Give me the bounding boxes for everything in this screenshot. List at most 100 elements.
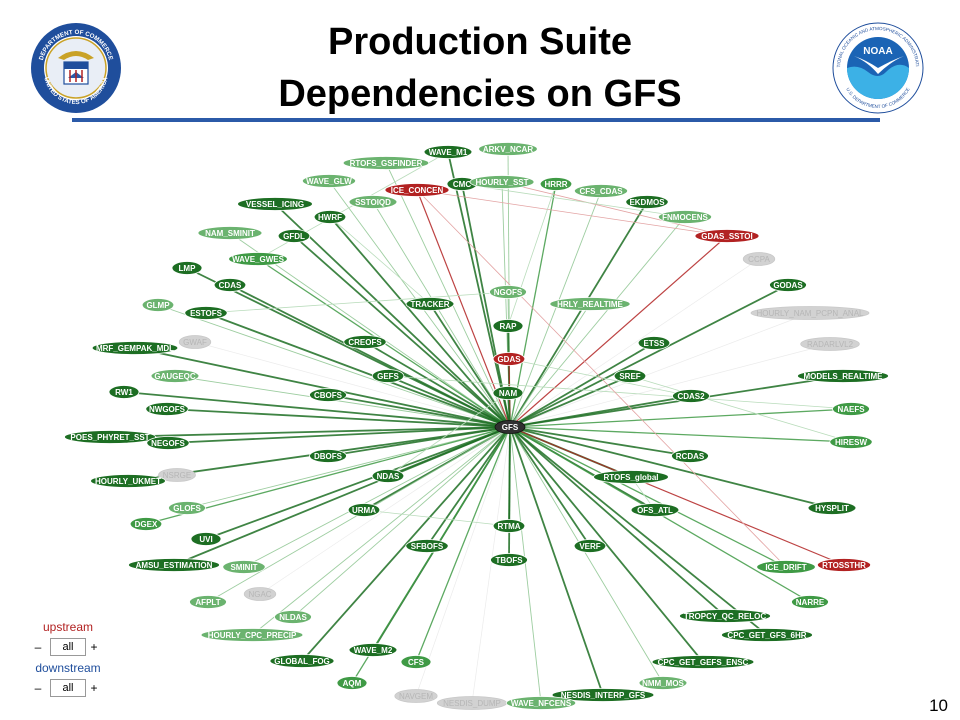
graph-node-creofs[interactable]: CREOFS (343, 335, 387, 349)
department-of-commerce-seal: DEPARTMENT OF COMMERCE UNITED STATES OF … (31, 23, 121, 113)
graph-node-negofs[interactable]: NEGOFS (146, 436, 190, 450)
upstream-minus-button[interactable]: – (34, 640, 42, 654)
graph-node-aqm[interactable]: AQM (336, 676, 368, 690)
graph-node-hysplit[interactable]: HYSPLIT (807, 501, 857, 515)
graph-node-rap[interactable]: RAP (492, 319, 524, 333)
graph-node-ngac[interactable]: NGAC (243, 587, 277, 601)
downstream-plus-button[interactable]: + (90, 681, 98, 695)
graph-node-hwrf[interactable]: HWRF (313, 210, 347, 224)
graph-node-nam-sminit[interactable]: NAM_SMINIT (197, 226, 263, 240)
graph-node-label: WAVE_M1 (429, 148, 468, 157)
edge-gfs-to-hwrf (329, 216, 511, 428)
graph-node-nwgofs[interactable]: NWGOFS (145, 402, 189, 416)
graph-node-hourly-sst[interactable]: HOURLY_SST (469, 175, 535, 189)
graph-node-sfbofs[interactable]: SFBOFS (405, 539, 449, 553)
graph-node-afplt[interactable]: AFPLT (189, 595, 227, 609)
graph-node-navgem[interactable]: NAVGEM (394, 689, 438, 703)
graph-node-tropcy-qc-reloc[interactable]: TROPCY_QC_RELOC (679, 609, 771, 623)
graph-node-godas[interactable]: GODAS (769, 278, 807, 292)
graph-node-arkv-ncar[interactable]: ARKV_NCAR (478, 142, 538, 156)
graph-node-ekdmos[interactable]: EKDMOS (625, 195, 669, 209)
graph-node-rw1[interactable]: RW1 (108, 385, 140, 399)
graph-node-radarlvl2[interactable]: RADARLVL2 (800, 337, 860, 351)
graph-node-rtma[interactable]: RTMA (492, 519, 526, 533)
graph-node-ngofs[interactable]: NGOFS (489, 285, 527, 299)
graph-node-cpc-get-gefs-ensc[interactable]: CPC_GET_GEFS_ENSC (651, 655, 755, 669)
graph-node-amsu-estimation[interactable]: AMSU_ESTIMATION (128, 558, 220, 572)
graph-node-estofs[interactable]: ESTOFS (184, 306, 228, 320)
graph-node-models-realtime[interactable]: MODELS_REALTIME (797, 369, 889, 383)
graph-node-sref[interactable]: SREF (613, 369, 647, 383)
graph-node-uvi[interactable]: UVI (190, 532, 222, 546)
graph-node-nesdis-dump[interactable]: NESDIS_DUMP (436, 696, 508, 710)
graph-node-vessel-icing[interactable]: VESSEL_ICING (237, 197, 313, 211)
graph-node-nsrge[interactable]: NSRGE (158, 468, 196, 482)
graph-node-cfs[interactable]: CFS (400, 655, 432, 669)
graph-node-mrf-gempak-mdl[interactable]: MRF_GEMPAK_MDL (91, 341, 179, 355)
graph-node-hrrr[interactable]: HRRR (539, 177, 573, 191)
graph-node-wave-m1[interactable]: WAVE_M1 (423, 145, 473, 159)
graph-node-dgex[interactable]: DGEX (129, 517, 163, 531)
graph-node-poes-phyret-sst[interactable]: POES_PHYRET_SST (64, 430, 156, 444)
graph-node-verf[interactable]: VERF (573, 539, 607, 553)
graph-node-dbofs[interactable]: DBOFS (309, 449, 347, 463)
graph-node-wave-m2[interactable]: WAVE_M2 (348, 643, 398, 657)
graph-node-gefs[interactable]: GEFS (371, 369, 405, 383)
graph-node-hiresw[interactable]: HIRESW (829, 435, 873, 449)
graph-node-ice-concen[interactable]: ICE_CONCEN (384, 183, 450, 197)
downstream-minus-button[interactable]: – (34, 681, 42, 695)
graph-node-urma[interactable]: URMA (347, 503, 381, 517)
graph-node-cfs-cdas[interactable]: CFS_CDAS (574, 184, 629, 198)
graph-node-label: RADARLVL2 (807, 340, 854, 349)
graph-node-gfdl[interactable]: GFDL (277, 229, 311, 243)
graph-node-narre[interactable]: NARRE (791, 595, 829, 609)
downstream-depth-field[interactable]: all (50, 679, 86, 697)
graph-node-glmp[interactable]: GLMP (141, 298, 175, 312)
graph-node-sminit[interactable]: SMINIT (222, 560, 266, 574)
graph-node-glofs[interactable]: GLOFS (168, 501, 206, 515)
graph-node-global-fog[interactable]: GLOBAL_FOG (269, 654, 335, 668)
graph-node-wave-nfcens[interactable]: WAVE_NFCENS (505, 696, 577, 710)
graph-node-rtossthr[interactable]: RTOSSTHR (817, 558, 872, 572)
graph-node-nmm-mos[interactable]: NMM_MOS (638, 676, 688, 690)
graph-node-gdas-sstoi[interactable]: GDAS_SSTOI (694, 229, 760, 243)
graph-node-cmc[interactable]: CMC (446, 177, 478, 191)
graph-node-ice-drift[interactable]: ICE_DRIFT (756, 560, 816, 574)
graph-node-hourly-ukmet[interactable]: HOURLY_UKMET (90, 474, 166, 488)
graph-node-hourly-nam-pcpn-anal[interactable]: HOURLY_NAM_PCPN_ANAL (750, 306, 870, 320)
graph-node-wave-glw[interactable]: WAVE_GLW (301, 174, 356, 188)
upstream-plus-button[interactable]: + (90, 640, 98, 654)
upstream-depth-field[interactable]: all (50, 638, 86, 656)
graph-node-cdas[interactable]: CDAS (213, 278, 247, 292)
graph-node-etss[interactable]: ETSS (637, 336, 671, 350)
graph-node-nesdis-interp-gfs[interactable]: NESDIS_INTERP_GFS (551, 688, 655, 702)
graph-node-hrly-realtime[interactable]: HRLY_REALTIME (549, 297, 631, 311)
graph-node-nldas[interactable]: NLDAS (274, 610, 312, 624)
graph-node-rcdas[interactable]: RCDAS (671, 449, 709, 463)
graph-node-ccpa[interactable]: CCPA (742, 252, 776, 266)
graph-node-sstoiqd[interactable]: SSTOIQD (348, 195, 398, 209)
graph-node-naefs[interactable]: NAEFS (832, 402, 870, 416)
graph-node-label: GAUGEQC (154, 372, 196, 381)
graph-node-rtofs-global[interactable]: RTOFS_global (593, 470, 669, 484)
graph-node-label: HOURLY_NAM_PCPN_ANAL (757, 309, 865, 318)
graph-node-gaugeqc[interactable]: GAUGEQC (150, 369, 200, 383)
graph-node-hourly-cpc-precip[interactable]: HOURLY_CPC_PRECIP (200, 628, 304, 642)
edge-gfs-to-gaugeqc (174, 375, 511, 428)
graph-node-gwaf[interactable]: GWAF (178, 335, 212, 349)
graph-node-fnmocens[interactable]: FNMOCENS (658, 210, 713, 224)
graph-node-rtofs-gsfinder[interactable]: RTOFS_GSFINDER (342, 156, 430, 170)
graph-node-wave-gwes[interactable]: WAVE_GWES (228, 252, 288, 266)
graph-node-nam[interactable]: NAM (492, 386, 524, 400)
graph-node-gdas[interactable]: GDAS (492, 352, 526, 366)
graph-node-cpc-get-gfs-6hr[interactable]: CPC_GET_GFS_6HR (721, 628, 813, 642)
graph-node-cdas2[interactable]: CDAS2 (672, 389, 710, 403)
graph-node-tracker[interactable]: TRACKER (405, 297, 455, 311)
graph-node-lmp[interactable]: LMP (171, 261, 203, 275)
graph-node-ndas[interactable]: NDAS (371, 469, 405, 483)
graph-node-center-gfs[interactable]: GFS (494, 420, 526, 434)
graph-node-cbofs[interactable]: CBOFS (309, 388, 347, 402)
graph-node-tbofs[interactable]: TBOFS (490, 553, 528, 567)
graph-node-ofs-atl[interactable]: OFS_ATL (630, 503, 680, 517)
